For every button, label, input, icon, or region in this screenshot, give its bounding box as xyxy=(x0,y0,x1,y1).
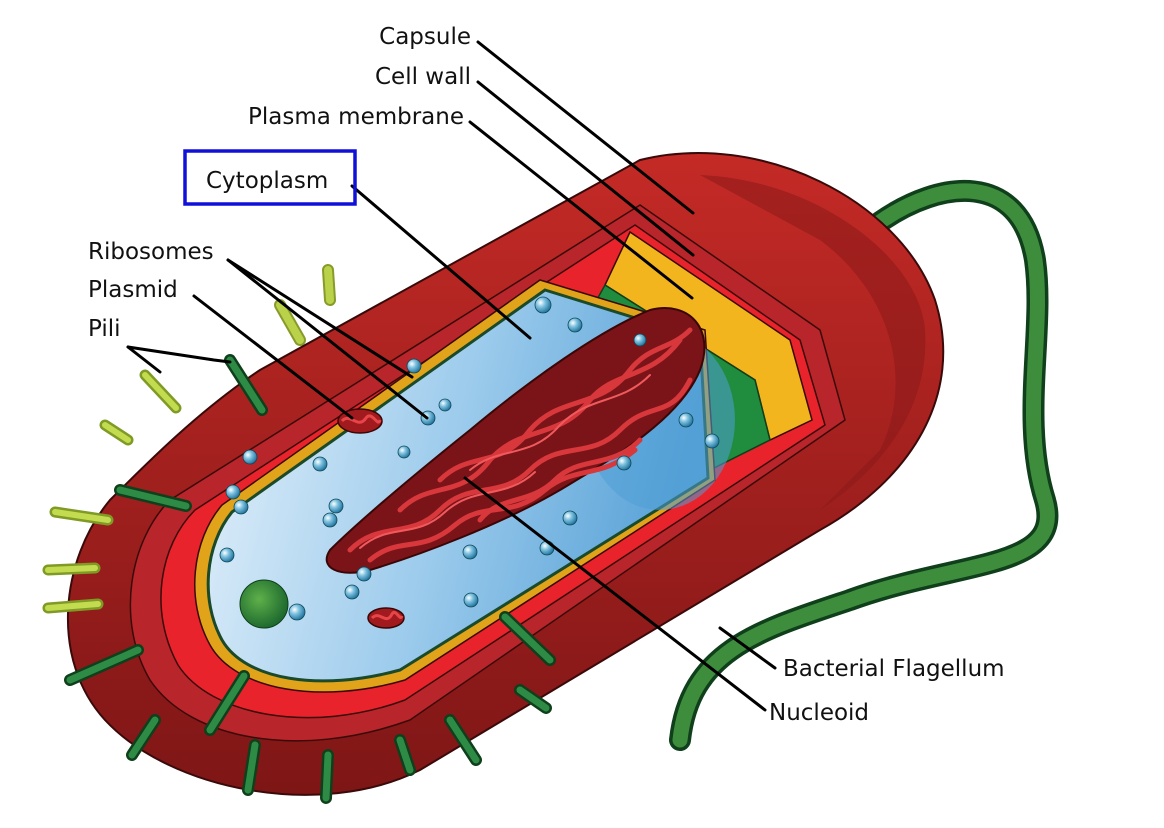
labels: Capsule Cell wall Plasma membrane Cytopl… xyxy=(88,24,1005,726)
storage-granule xyxy=(239,579,289,629)
leader-lines xyxy=(126,40,777,712)
ribosome-dot xyxy=(242,449,258,465)
ribosome-dot xyxy=(438,398,452,412)
leader-plasma-membrane xyxy=(468,120,694,300)
ribosome-dot xyxy=(233,499,249,515)
nucleoid-mass xyxy=(325,307,706,574)
ribosome-dot xyxy=(288,603,306,621)
ribosome-dot xyxy=(328,498,344,514)
plasmid-2 xyxy=(367,607,405,629)
label-plasmid: Plasmid xyxy=(88,277,178,303)
ribosome-dot xyxy=(616,455,632,471)
leader-nucleoid xyxy=(463,476,767,712)
ribosome-dot xyxy=(312,456,328,472)
ribosome-dot xyxy=(463,592,479,608)
ribosome-dot xyxy=(567,317,583,333)
label-ribosomes: Ribosomes xyxy=(88,239,214,265)
label-flagellum: Bacterial Flagellum xyxy=(783,656,1005,682)
ribosome-dot xyxy=(534,296,552,314)
label-pili: Pili xyxy=(88,316,121,342)
label-cell-wall: Cell wall xyxy=(375,64,471,90)
label-capsule: Capsule xyxy=(379,24,471,50)
label-nucleoid: Nucleoid xyxy=(769,700,869,726)
flagellum xyxy=(669,179,1059,751)
leader-cytoplasm xyxy=(350,184,532,340)
ribosome-dot xyxy=(462,544,478,560)
ribosome-dot xyxy=(225,484,241,500)
ribosomes xyxy=(219,296,720,621)
ribosome-dot xyxy=(356,566,372,582)
leader-ribosomes-2 xyxy=(226,258,429,420)
leader-plasmid xyxy=(192,294,354,420)
pili-front xyxy=(42,354,556,804)
leader-capsule xyxy=(476,40,695,215)
leader-ribosomes-1 xyxy=(226,258,414,379)
leader-cell-wall xyxy=(476,80,695,257)
label-plasma-membrane: Plasma membrane xyxy=(248,104,464,130)
leader-flagellum xyxy=(718,626,777,670)
ribosome-dot xyxy=(219,547,235,563)
label-cytoplasm: Cytoplasm xyxy=(206,168,328,194)
ribosome-dot xyxy=(562,510,578,526)
ribosome-dot xyxy=(678,412,694,428)
ribosome-dot xyxy=(633,333,647,347)
ribosome-dot xyxy=(704,433,720,449)
ribosome-dot xyxy=(322,512,338,528)
cytoplasm-highlight-box xyxy=(183,149,357,206)
ribosome-dot xyxy=(397,445,411,459)
leader-pili-2 xyxy=(126,345,232,364)
ribosome-dot xyxy=(344,584,360,600)
ribosome-dot xyxy=(406,358,422,374)
pili-back xyxy=(274,264,336,346)
leader-pili-1 xyxy=(126,345,162,374)
